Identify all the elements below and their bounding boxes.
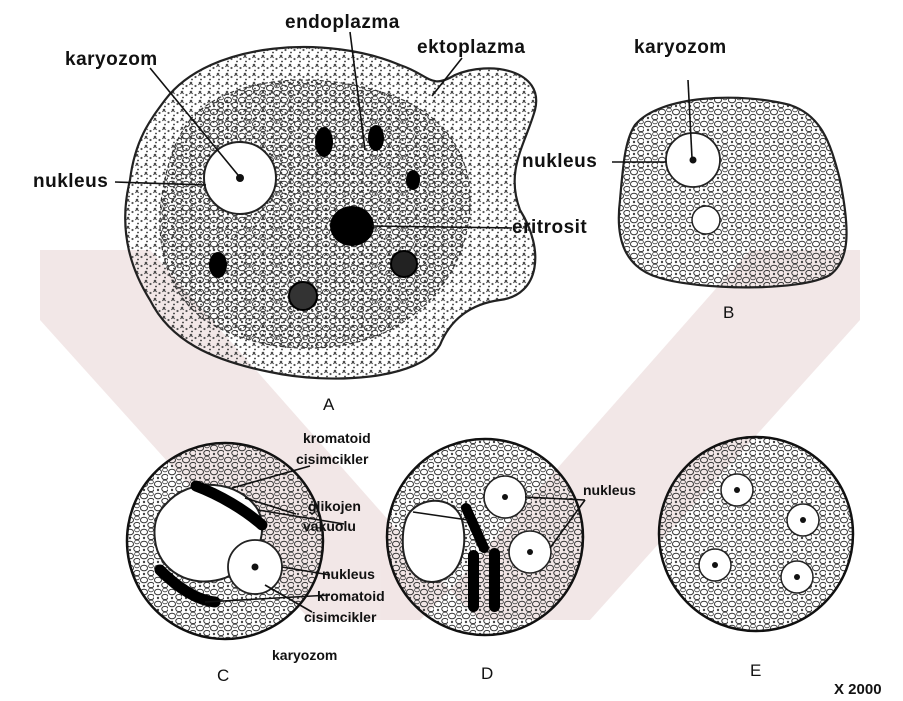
label-b-nukleus: nukleus [522, 151, 597, 172]
panel-label-b: B [723, 303, 734, 322]
label-b-karyozom: karyozom [634, 37, 727, 58]
cell-d-glycogen-vacuole [403, 501, 464, 582]
label-a-nukleus: nukleus [33, 171, 108, 192]
label-c-karyozom: karyozom [272, 647, 337, 663]
label-c-kromatoid-1a: kromatoid [303, 430, 371, 446]
cell-b [619, 98, 847, 288]
label-c-kromatoid-1b: cisimcikler [296, 451, 369, 467]
cell-a-vacuole-4 [209, 252, 227, 278]
cell-e [659, 437, 853, 631]
panel-label-d: D [481, 664, 493, 683]
label-endoplasma: endoplazma [285, 12, 400, 33]
cell-a-vacuole-1 [315, 127, 333, 157]
panel-label-a: A [323, 395, 335, 414]
cell-a-vacuole-2 [368, 125, 384, 151]
cell-d-chromatoid-2 [489, 548, 500, 612]
label-c-glikojen-b: vakuolu [303, 518, 356, 534]
label-eritrosit: eritrosit [512, 217, 587, 238]
scale-label: X 2000 [834, 681, 882, 698]
cell-b-vacuole [692, 206, 720, 234]
label-c-nukleus: nukleus [322, 566, 375, 582]
cell-a-erythrocyte [330, 206, 374, 246]
label-c-kromatoid-2b: cisimcikler [304, 609, 377, 625]
cell-a-vacuole-6 [289, 282, 317, 310]
cell-a-vacuole-3 [406, 170, 420, 190]
label-c-kromatoid-2a: kromatoid [317, 588, 385, 604]
panel-label-c: C [217, 666, 229, 685]
cell-c-karyosome [252, 564, 259, 571]
cell-a [125, 47, 536, 379]
label-a-karyozom: karyozom [65, 49, 158, 70]
label-ektoplasma: ektoplazma [417, 37, 525, 58]
cell-b-body [619, 98, 847, 288]
label-d-nukleus: nukleus [583, 482, 636, 498]
cell-d-chromatoid-1 [468, 550, 479, 612]
cell-a-vacuole-5 [391, 251, 417, 277]
cell-d [387, 439, 583, 635]
panel-label-e: E [750, 661, 761, 680]
cell-e-body [659, 437, 853, 631]
cell-c [127, 443, 323, 639]
label-c-glikojen-a: glikojen [308, 498, 361, 514]
cell-b-karyosome [690, 157, 697, 164]
